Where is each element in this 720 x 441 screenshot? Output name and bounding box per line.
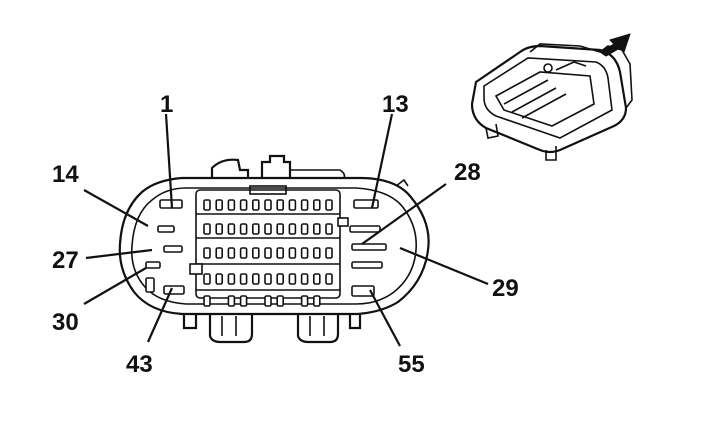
cavity-slot <box>288 273 297 285</box>
cavity-slot <box>264 247 272 259</box>
cavity-slot <box>215 223 223 235</box>
cavity-slot <box>300 273 309 285</box>
cavity-slot <box>351 285 375 297</box>
cavity-slot <box>276 223 285 235</box>
cavity-slot <box>288 223 297 235</box>
cavity-slot <box>312 223 321 235</box>
cavity-slot <box>312 199 321 211</box>
cavity-slot <box>325 223 333 235</box>
cavity-slot <box>203 295 211 307</box>
cavity-slot <box>325 247 333 259</box>
cavity-slot <box>227 199 236 211</box>
cavity-slot <box>300 223 309 235</box>
cavity-slot <box>203 247 211 259</box>
cavity-slot <box>239 247 248 259</box>
cavity-slot <box>163 245 183 253</box>
pin-label-28: 28 <box>454 159 481 186</box>
cavity-slot <box>227 223 236 235</box>
cavity-slot <box>157 225 175 233</box>
pin-label-1: 1 <box>160 91 173 118</box>
cavity-slot <box>300 199 309 211</box>
cavity-slot <box>239 199 248 211</box>
cavity-slot <box>325 199 333 211</box>
cavity-slot <box>264 223 272 235</box>
connector-face <box>118 154 430 344</box>
cavity-slot <box>351 243 387 251</box>
cavity-slot <box>312 295 321 307</box>
cavity-slot <box>300 247 309 259</box>
cavity-slot <box>239 273 248 285</box>
cavity-slot <box>325 273 333 285</box>
cavity-slot <box>252 223 260 235</box>
cavity-slot <box>288 199 297 211</box>
cavity-slot <box>203 223 211 235</box>
pin-label-13: 13 <box>382 91 409 118</box>
pin-label-43: 43 <box>126 351 153 378</box>
arrow-up-right-icon <box>599 33 631 57</box>
cavity-slot <box>227 273 236 285</box>
cavity-slot <box>264 273 272 285</box>
pin-cavities <box>145 199 387 307</box>
cavity-slot <box>312 273 321 285</box>
cavity-slot <box>239 223 248 235</box>
cavity-slot <box>227 295 236 307</box>
pin-label-55: 55 <box>398 351 425 378</box>
cavity-slot <box>276 199 285 211</box>
cavity-slot <box>163 285 185 295</box>
cavity-slot <box>349 225 381 233</box>
cavity-slot <box>215 247 223 259</box>
cavity-slot <box>276 247 285 259</box>
cavity-slot <box>300 295 309 307</box>
cavity-slot <box>215 273 223 285</box>
cavity-slot <box>215 199 223 211</box>
cavity-slot <box>351 261 383 269</box>
cavity-slot <box>276 295 285 307</box>
cavity-slot <box>203 199 211 211</box>
cavity-slot <box>312 247 321 259</box>
connector-3d-icon <box>470 43 633 161</box>
cavity-slot <box>264 295 272 307</box>
pin-label-30: 30 <box>52 309 79 336</box>
cavity-slot <box>252 247 260 259</box>
pin-label-29: 29 <box>492 275 519 302</box>
leader-lines <box>83 113 489 347</box>
cavity-slot <box>239 295 248 307</box>
cavity-slot <box>264 199 272 211</box>
cavity-slot <box>288 247 297 259</box>
cavity-slot <box>276 273 285 285</box>
cavity-slot <box>252 199 260 211</box>
cavity-slot <box>145 261 161 269</box>
pin-label-27: 27 <box>52 247 79 274</box>
cavity-slot <box>252 273 260 285</box>
cavity-slot <box>145 277 155 293</box>
pin-label-14: 14 <box>52 161 79 188</box>
cavity-slot <box>203 273 211 285</box>
cavity-slot <box>227 247 236 259</box>
